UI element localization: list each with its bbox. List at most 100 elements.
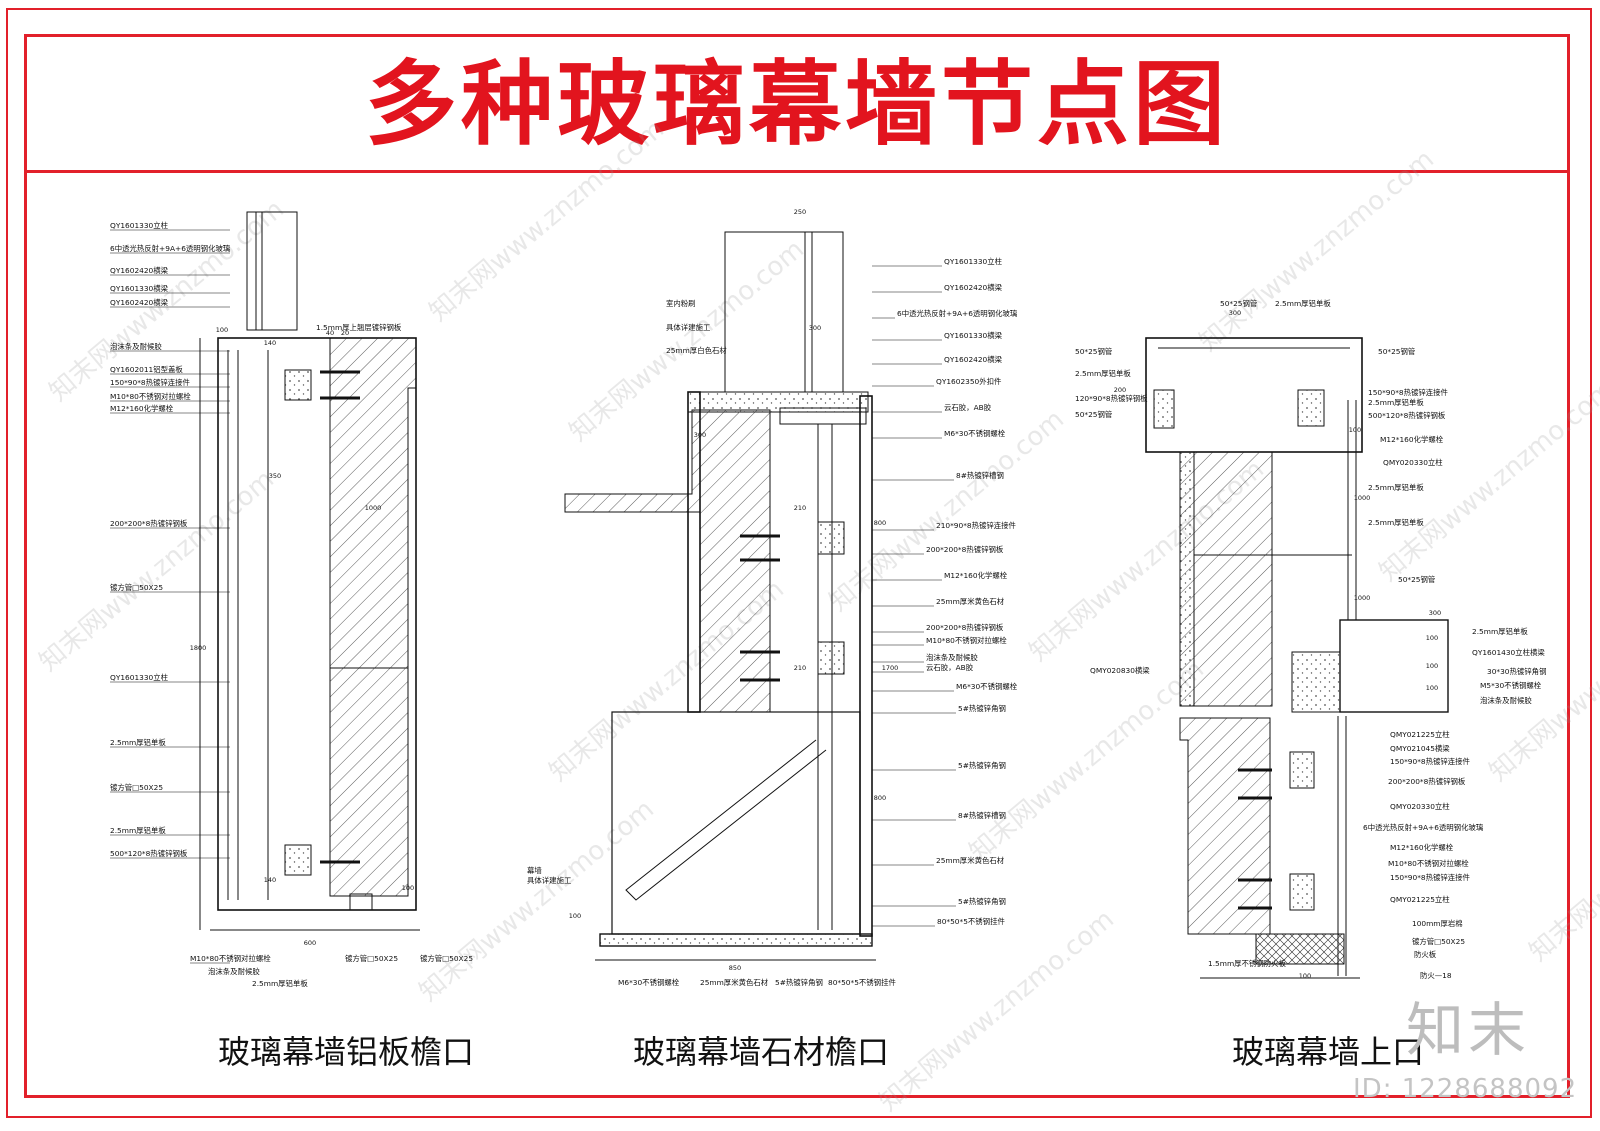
label-stone-15: 25mm厚米黄色石材 — [936, 597, 1005, 606]
label-aluminum-12: 镀方管□50X25 — [110, 583, 163, 592]
concrete-beam-hatch — [329, 337, 417, 897]
label-upper-7: 150*90*8热镀锌连接件 — [1368, 388, 1449, 397]
label-aluminum-19: 泡沫条及耐候胶 — [208, 967, 260, 976]
dim-aluminum-5: 1000 — [365, 504, 382, 512]
label-upper-22: QMY021045横梁 — [1390, 744, 1450, 753]
label-aluminum-16: 2.5mm厚铝单板 — [110, 826, 166, 835]
label-stone-17: M10*80不锈钢对拉螺栓 — [926, 636, 1007, 645]
dim-aluminum-9: 100 — [402, 884, 414, 892]
label-upper-11: QMY020330立柱 — [1383, 458, 1443, 467]
dim-upper-1: 200 — [1114, 386, 1126, 394]
label-aluminum-3: QY1601330横梁 — [110, 284, 169, 293]
brand-logo: 知末 — [1406, 996, 1531, 1064]
label-stone-4: QY1602420横梁 — [944, 355, 1003, 364]
dim-stone-8: 100 — [569, 912, 581, 920]
label-stone-21: 5#热镀锌角钢 — [958, 704, 1006, 713]
label-stone-31: 5#热镀锌角钢 — [775, 978, 823, 987]
dim-stone-7: 850 — [729, 964, 741, 972]
inner-frame — [24, 34, 1570, 1098]
curtain-wall-mullion — [246, 211, 298, 331]
label-upper-27: M12*160化学螺栓 — [1390, 843, 1454, 852]
label-stone-28: 具体详建施工 — [527, 876, 572, 885]
label-stone-10: M6*30不锈钢螺栓 — [944, 429, 1006, 438]
dim-aluminum-3: 20 — [341, 329, 349, 337]
label-upper-16: QY1601430立柱横梁 — [1472, 648, 1545, 657]
label-stone-9: 云石胶，AB胶 — [944, 403, 992, 412]
label-upper-14: 50*25钢管 — [1398, 575, 1435, 584]
title-divider — [24, 170, 1570, 173]
label-upper-4: 120*90*8热镀锌钢板 — [1075, 394, 1148, 403]
page-title: 多种玻璃幕墙节点图 — [364, 51, 1229, 158]
label-aluminum-22: 镀方管□50X25 — [420, 954, 473, 963]
dim-upper-8: 100 — [1299, 972, 1311, 980]
dim-aluminum-6: 1800 — [190, 644, 207, 652]
dim-stone-9: 300 — [809, 324, 821, 332]
label-upper-34: 1.5mm厚不锈钢防火板 — [1208, 959, 1286, 968]
concrete-column-hatch — [1179, 451, 1273, 707]
label-stone-2: 6中透光热反射+9A+6透明钢化玻璃 — [897, 309, 1017, 318]
rock-wool-insulation — [1255, 933, 1345, 965]
dim-aluminum-2: 40 — [326, 329, 334, 337]
label-aluminum-2: QY1602420横梁 — [110, 266, 169, 275]
label-aluminum-14: 2.5mm厚铝单板 — [110, 738, 166, 747]
label-upper-12: 2.5mm厚铝单板 — [1368, 483, 1424, 492]
dim-upper-4: 1000 — [1354, 594, 1371, 602]
label-stone-24: 25mm厚米黄色石材 — [936, 856, 1005, 865]
label-upper-9: 500*120*8热镀锌钢板 — [1368, 411, 1446, 420]
label-upper-10: M12*160化学螺栓 — [1380, 435, 1444, 444]
dim-stone-0: 250 — [794, 208, 806, 216]
label-upper-31: 100mm厚岩棉 — [1412, 919, 1463, 928]
label-stone-32: 80*50*5不锈钢挂件 — [828, 978, 896, 987]
dim-upper-2: 100 — [1349, 426, 1361, 434]
label-upper-8: 2.5mm厚铝单板 — [1368, 398, 1424, 407]
label-upper-6: 50*25钢管 — [1378, 347, 1415, 356]
label-aluminum-15: 镀方管□50X25 — [110, 783, 163, 792]
label-upper-20: QMY020830横梁 — [1090, 666, 1150, 675]
label-stone-22: 5#热镀锌角钢 — [958, 761, 1006, 770]
aluminum-panel-outline — [217, 337, 417, 911]
label-stone-30: 25mm厚米黄色石材 — [700, 978, 769, 987]
label-aluminum-21: 镀方管□50X25 — [345, 954, 398, 963]
dim-upper-0: 300 — [1229, 309, 1241, 317]
bottom-bracket — [349, 893, 373, 911]
label-upper-18: M5*30不锈钢螺栓 — [1480, 681, 1542, 690]
label-stone-13: 200*200*8热镀锌钢板 — [926, 545, 1004, 554]
label-upper-5: 50*25钢管 — [1075, 410, 1112, 419]
label-upper-25: QMY020330立柱 — [1390, 802, 1450, 811]
anchor-plate-bottom — [284, 844, 312, 876]
label-aluminum-0: QY1601330立柱 — [110, 221, 169, 230]
label-aluminum-7: QY1602011铝型盖板 — [110, 365, 183, 374]
label-stone-23: 8#热镀锌槽钢 — [958, 811, 1006, 820]
label-upper-0: 50*25钢管 — [1220, 299, 1257, 308]
label-upper-17: 30*30热镀锌角钢 — [1487, 667, 1546, 676]
label-upper-13: 2.5mm厚铝单板 — [1368, 518, 1424, 527]
label-stone-0: QY1601330立柱 — [944, 257, 1003, 266]
label-stone-7: 具体详建施工 — [666, 323, 711, 332]
label-stone-6: 室内粉刷 — [666, 299, 696, 308]
label-aluminum-4: QY1602420横梁 — [110, 298, 169, 307]
label-upper-32: 镀方管□50X25 — [1412, 937, 1465, 946]
label-upper-2: 50*25钢管 — [1075, 347, 1112, 356]
label-upper-21: QMY021225立柱 — [1390, 730, 1450, 739]
caption-stone-eave: 玻璃幕墙石材檐口 — [633, 1033, 890, 1071]
caption-aluminum-eave: 玻璃幕墙铝板檐口 — [218, 1033, 475, 1071]
label-stone-19: 云石胶，AB胶 — [926, 663, 974, 672]
label-stone-1: QY1602420横梁 — [944, 283, 1003, 292]
label-upper-29: 150*90*8热镀锌连接件 — [1390, 873, 1471, 882]
label-aluminum-11: 200*200*8热镀锌钢板 — [110, 519, 188, 528]
label-stone-16: 200*200*8热镀锌钢板 — [926, 623, 1004, 632]
dim-stone-5: 1700 — [882, 664, 899, 672]
dim-upper-6: 100 — [1426, 662, 1438, 670]
dim-aluminum-4: 350 — [269, 472, 281, 480]
label-upper-26: 6中透光热反射+9A+6透明钢化玻璃 — [1363, 823, 1483, 832]
anchor-plate-top — [284, 369, 312, 401]
label-stone-3: QY1601330横梁 — [944, 331, 1003, 340]
label-stone-11: 8#热镀锌槽钢 — [956, 471, 1004, 480]
label-aluminum-8: 150*90*8热镀锌连接件 — [110, 378, 191, 387]
label-aluminum-17: 500*120*8热镀锌钢板 — [110, 849, 188, 858]
label-upper-35: 防火—18 — [1420, 971, 1452, 980]
dim-aluminum-8: 600 — [304, 939, 316, 947]
label-upper-24: 200*200*8热镀锌钢板 — [1388, 777, 1466, 786]
